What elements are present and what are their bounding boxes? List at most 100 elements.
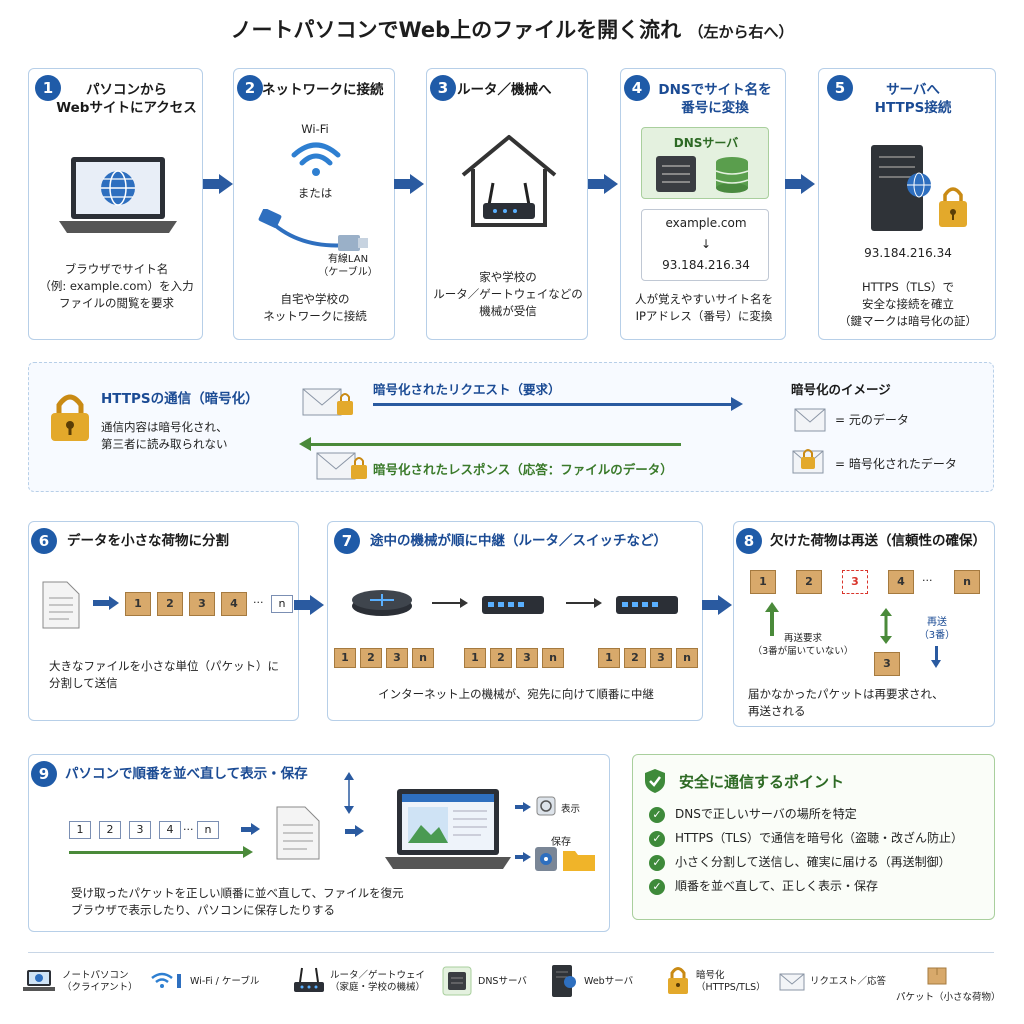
page-title: ノートパソコンでWeb上のファイルを開く流れ （左から右へ） <box>0 14 1024 44</box>
step-9-card: 9 パソコンで順番を並べ直して表示・保存 1 2 3 4 ··· n 表示 保存… <box>28 754 610 932</box>
restore-arrow-head <box>251 823 260 835</box>
step-number: 7 <box>334 528 360 554</box>
show-arrow-head <box>523 802 531 812</box>
legend-item: ノートパソコン（クライアント） <box>62 970 138 993</box>
legend-item: Webサーバ <box>584 976 634 987</box>
relay-arrow-head <box>594 598 602 608</box>
packet-box: n <box>542 648 564 668</box>
step-7-card: 7 途中の機械が順に中継（ルータ／スイッチなど） 1 2 3 n 1 2 3 n… <box>327 521 703 721</box>
packet-box: 4 <box>888 570 914 594</box>
or-label: または <box>297 186 333 200</box>
resend-arrow <box>935 646 938 662</box>
step-title: パソコンで順番を並べ直して表示・保存 <box>65 766 308 782</box>
wifi-cable-icon <box>151 972 181 988</box>
shield-check-icon <box>645 769 665 793</box>
step-text: 家や学校のルータ／ゲートウェイなどの機械が受信 <box>433 270 583 318</box>
check-icon: ✓ <box>649 806 665 823</box>
restore-arrow <box>241 827 253 832</box>
legend-item: Wi-Fi / ケーブル <box>190 976 260 987</box>
packet-box: 2 <box>624 648 646 668</box>
packet-box: 3 <box>189 592 215 616</box>
dns-server-icon <box>656 156 749 193</box>
wifi-icon <box>291 142 341 176</box>
reorder-arrow <box>69 851 245 854</box>
check-icon: ✓ <box>649 830 665 847</box>
packet-box: n <box>412 648 434 668</box>
step-number: 4 <box>624 75 650 101</box>
web-server-icon <box>552 965 576 997</box>
legend-item: DNSサーバ <box>478 976 527 987</box>
relay-arrow <box>566 602 596 604</box>
dns-server-box: DNSサーバ <box>641 127 769 199</box>
packet-box: 4 <box>221 592 247 616</box>
step-title: 欠けた荷物は再送（信頼性の確保） <box>770 533 986 549</box>
packet-box-last: n <box>954 570 980 594</box>
step-number: 8 <box>736 528 762 554</box>
document-icon <box>276 806 320 860</box>
flow-arrow <box>588 174 618 194</box>
legend: ノートパソコン（クライアント） Wi-Fi / ケーブル ルータ／ゲートウェイ（… <box>0 962 1024 1008</box>
legend-divider <box>28 952 994 953</box>
packet-box: 2 <box>99 821 121 839</box>
flow-arrow <box>203 174 233 194</box>
step-4-card: 4 DNSでサイト名を番号に変換 DNSサーバ example.com ↓ 93… <box>620 68 786 340</box>
step-number: 9 <box>31 761 57 787</box>
step-text: 届かなかったパケットは再要求され、再送される <box>748 687 944 718</box>
packet-box: 3 <box>650 648 672 668</box>
relayed-packets: 1 2 3 n 1 2 3 n 1 2 3 n <box>334 648 698 672</box>
response-arrow <box>311 443 681 446</box>
packet-box: 1 <box>334 648 356 668</box>
step-title: データを小さな荷物に分割 <box>67 533 229 549</box>
resend-double-arrow <box>880 608 892 644</box>
https-panel: HTTPSの通信（暗号化） 通信内容は暗号化され、第三者に読み取られない 暗号化… <box>28 362 994 492</box>
save-arrow <box>515 855 525 859</box>
domain-name: example.com <box>665 216 747 230</box>
resend-request-arrow <box>770 610 774 636</box>
display-arrow-head <box>355 825 364 837</box>
plain-data-label: = 元のデータ <box>835 413 909 427</box>
show-label: 表示 <box>561 804 581 815</box>
packet-box: 3 <box>129 821 151 839</box>
save-storage-icon <box>535 847 595 871</box>
title-sub: （左から右へ） <box>688 23 794 41</box>
check-icon: ✓ <box>649 854 665 871</box>
packet-icon <box>927 967 947 985</box>
display-icon <box>536 796 556 816</box>
padlock-icon <box>668 967 688 994</box>
lookup-arrow: ↓ <box>700 237 712 251</box>
legend-item: リクエスト／応答 <box>810 976 887 987</box>
flow-arrow <box>394 174 424 194</box>
laptop-icon <box>23 970 55 991</box>
split-arrow <box>93 600 111 606</box>
legend-item: パケット（小さな荷物） <box>896 992 1001 1003</box>
step-title: DNSでサイト名を番号に変換 <box>658 82 772 116</box>
step-number: 5 <box>827 75 853 101</box>
point-item: ✓DNSで正しいサーバの場所を特定 <box>649 805 857 823</box>
router-home-icon <box>461 135 557 227</box>
switch-icon <box>482 596 544 614</box>
point-item: ✓順番を並べ直して、正しく表示・保存 <box>649 877 878 895</box>
show-arrow <box>515 805 525 809</box>
encrypted-data-label: = 暗号化されたデータ <box>835 457 957 471</box>
resend-request-arrow-head <box>765 602 779 612</box>
resent-packet-box: 3 <box>874 652 900 676</box>
legend-item: 暗号化（HTTPS/TLS） <box>696 970 766 993</box>
request-label: 暗号化されたリクエスト（要求） <box>373 382 561 397</box>
legend-item: ルータ／ゲートウェイ（家庭・学校の機械） <box>330 970 426 993</box>
point-item: ✓HTTPS（TLS）で通信を暗号化（盗聴・改ざん防止） <box>649 829 963 847</box>
step-title: 途中の機械が順に中継（ルータ／スイッチなど） <box>370 533 667 549</box>
save-label: 保存 <box>551 837 571 848</box>
points-card: 安全に通信するポイント ✓DNSで正しいサーバの場所を特定 ✓HTTPS（TLS… <box>632 754 995 920</box>
step-number: 1 <box>35 75 61 101</box>
relay-arrow <box>432 602 462 604</box>
packet-box-last: n <box>197 821 219 839</box>
envelope-icon <box>779 973 805 991</box>
packet-box: 3 <box>386 648 408 668</box>
https-title: HTTPSの通信（暗号化） <box>101 391 259 407</box>
display-arrow <box>345 829 357 834</box>
split-arrow-head <box>109 596 119 610</box>
